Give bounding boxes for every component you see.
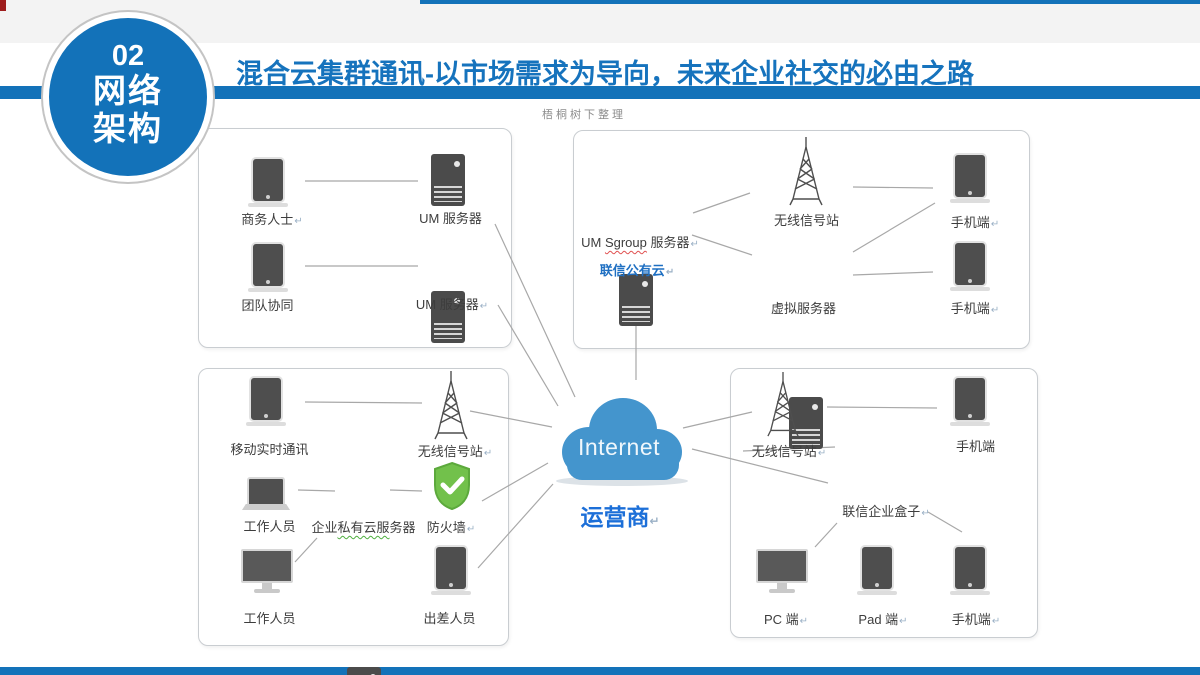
label-firewall: 防火墙↵ bbox=[426, 520, 476, 535]
server-icon bbox=[789, 397, 823, 449]
cloud-shape bbox=[562, 398, 682, 480]
label-private-cloud-server: 企业私有云服务器 bbox=[311, 520, 416, 535]
label-virtual-server: 虚拟服务器 bbox=[770, 301, 837, 316]
badge-number: 02 bbox=[111, 40, 145, 72]
label-wireless-station-br: 无线信号站↵ bbox=[751, 444, 827, 459]
monitor-icon bbox=[241, 549, 293, 593]
label-staff-1: 工作人员 bbox=[243, 519, 296, 534]
label-um-server-1: UM 服务器 bbox=[419, 211, 482, 226]
tablet-icon bbox=[246, 376, 286, 426]
label-phone-top: 手机端 bbox=[955, 439, 996, 454]
label-pc-client: PC 端↵ bbox=[763, 612, 809, 627]
internet-cloud: Internet bbox=[551, 386, 687, 490]
label-staff-2: 工作人员 bbox=[243, 611, 296, 626]
top-blue-line bbox=[420, 0, 1200, 4]
tablet-icon bbox=[248, 157, 288, 207]
tablet-icon bbox=[431, 545, 471, 595]
firewall-shield-icon bbox=[431, 461, 473, 516]
label-business-person: 商务人士↵ bbox=[241, 212, 303, 227]
server-icon bbox=[619, 274, 653, 326]
laptop-icon bbox=[242, 477, 290, 510]
phone-icon bbox=[950, 241, 990, 291]
tablet-icon bbox=[248, 242, 288, 292]
cloud-shadow bbox=[556, 476, 688, 486]
antenna-tower-icon bbox=[429, 371, 473, 446]
label-phone-bottom: 手机端↵ bbox=[951, 612, 1001, 627]
label-public-cloud: 联信公有云↵ bbox=[599, 263, 675, 278]
credit-text: 梧桐树下整理 bbox=[542, 109, 626, 121]
corner-red-mark bbox=[0, 0, 6, 11]
label-mobile-realtime: 移动实时通讯 bbox=[230, 442, 309, 457]
badge-disc: 02 网络 架构 bbox=[49, 18, 207, 176]
label-enterprise-box: 联信企业盒子↵ bbox=[842, 504, 930, 519]
server-icon bbox=[431, 154, 465, 206]
antenna-tower-icon bbox=[762, 372, 804, 443]
server-icon bbox=[431, 291, 465, 343]
label-pad-client: Pad 端↵ bbox=[858, 612, 908, 627]
section-badge: 02 网络 架构 bbox=[41, 10, 215, 184]
label-business-traveler: 出差人员 bbox=[423, 611, 476, 626]
label-wireless-station-bl: 无线信号站↵ bbox=[417, 444, 493, 459]
pad-icon bbox=[857, 545, 897, 595]
label-um-server-2: UM 服务器↵ bbox=[415, 297, 489, 312]
phone-icon bbox=[950, 545, 990, 595]
label-um-sgroup-server: UM Sgroup 服务器↵ bbox=[581, 235, 699, 250]
server-icon bbox=[347, 667, 381, 675]
page-title: 混合云集群通讯-以市场需求为导向，未来企业社交的必由之路 bbox=[236, 59, 974, 89]
badge-title-line2: 架构 bbox=[93, 110, 163, 147]
label-phone-2: 手机端↵ bbox=[950, 301, 1000, 316]
label-phone-1: 手机端↵ bbox=[950, 215, 1000, 230]
badge-title-line1: 网络 bbox=[93, 72, 163, 109]
header-blue-bar bbox=[0, 86, 1200, 99]
carrier-label: 运营商↵ bbox=[580, 504, 660, 530]
phone-icon bbox=[950, 376, 990, 426]
antenna-tower-icon bbox=[784, 137, 828, 212]
label-wireless-station-tr: 无线信号站 bbox=[773, 213, 840, 228]
label-team-collaboration: 团队协同 bbox=[241, 298, 294, 313]
internet-label: Internet bbox=[578, 434, 660, 460]
monitor-icon bbox=[756, 549, 808, 593]
phone-icon bbox=[950, 153, 990, 203]
footer-blue-bar bbox=[0, 667, 1200, 675]
top-gray-strip bbox=[0, 0, 1200, 43]
